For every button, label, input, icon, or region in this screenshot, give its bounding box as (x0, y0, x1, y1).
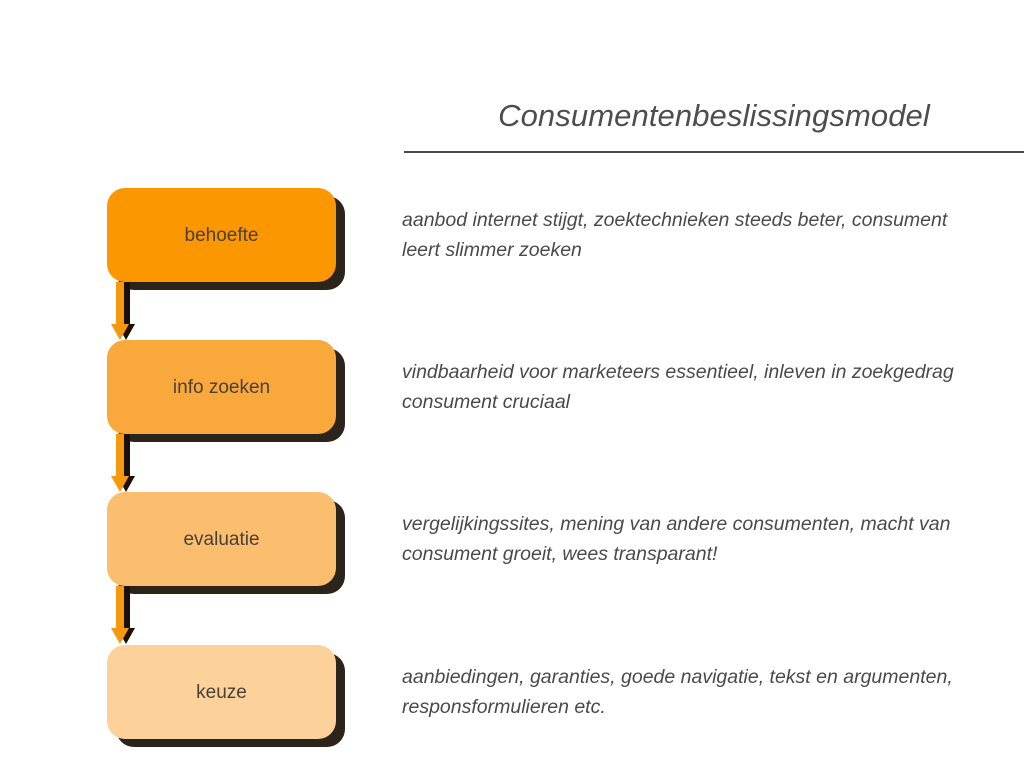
arrow-info-zoeken-to-evaluatie-icon (107, 434, 135, 492)
note-info-zoeken: vindbaarheid voor marketeers essentieel,… (402, 357, 982, 417)
flow-step-behoefte[interactable]: behoefte (107, 188, 345, 290)
note-keuze: aanbiedingen, garanties, goede navigatie… (402, 662, 982, 722)
note-text: vergelijkingssites, mening van andere co… (402, 513, 951, 565)
note-text: aanbiedingen, garanties, goede navigatie… (402, 666, 953, 718)
flow-step-box: info zoeken (107, 340, 336, 434)
note-text: aanbod internet stijgt, zoektechnieken s… (402, 209, 948, 261)
page-title: Consumentenbeslissingsmodel (498, 98, 930, 133)
flow-step-box: keuze (107, 645, 336, 739)
arrow-shaft (122, 434, 130, 478)
flow-step-box: evaluatie (107, 492, 336, 586)
arrow-evaluatie-to-keuze-icon (107, 586, 135, 644)
flow-step-label: evaluatie (183, 528, 260, 550)
flow-step-info-zoeken[interactable]: info zoeken (107, 340, 345, 442)
arrow-shaft (116, 586, 124, 630)
arrow-shaft (116, 282, 124, 326)
flow-step-box: behoefte (107, 188, 336, 282)
note-evaluatie: vergelijkingssites, mening van andere co… (402, 509, 982, 569)
down-arrow-icon (107, 586, 133, 644)
slide-title-block: Consumentenbeslissingsmodel (404, 96, 1024, 154)
flow-step-label: behoefte (184, 224, 259, 246)
note-behoefte: aanbod internet stijgt, zoektechnieken s… (402, 205, 982, 265)
down-arrow-icon (107, 434, 133, 492)
arrow-behoefte-to-info-zoeken-icon (107, 282, 135, 340)
arrow-shaft (122, 586, 130, 630)
decision-flow-column: behoefte info zoeken evaluatie keuze (107, 188, 357, 752)
notes-column: aanbod internet stijgt, zoektechnieken s… (402, 188, 1002, 758)
arrow-head (111, 476, 129, 492)
arrow-shaft (116, 434, 124, 478)
title-divider (404, 151, 1024, 153)
arrow-head (111, 324, 129, 340)
note-text: vindbaarheid voor marketeers essentieel,… (402, 361, 954, 413)
flow-step-label: keuze (196, 681, 247, 703)
arrow-shaft (122, 282, 130, 326)
flow-step-label: info zoeken (172, 376, 271, 398)
down-arrow-icon (107, 282, 133, 340)
flow-step-keuze[interactable]: keuze (107, 645, 345, 747)
flow-step-evaluatie[interactable]: evaluatie (107, 492, 345, 594)
arrow-head (111, 628, 129, 644)
